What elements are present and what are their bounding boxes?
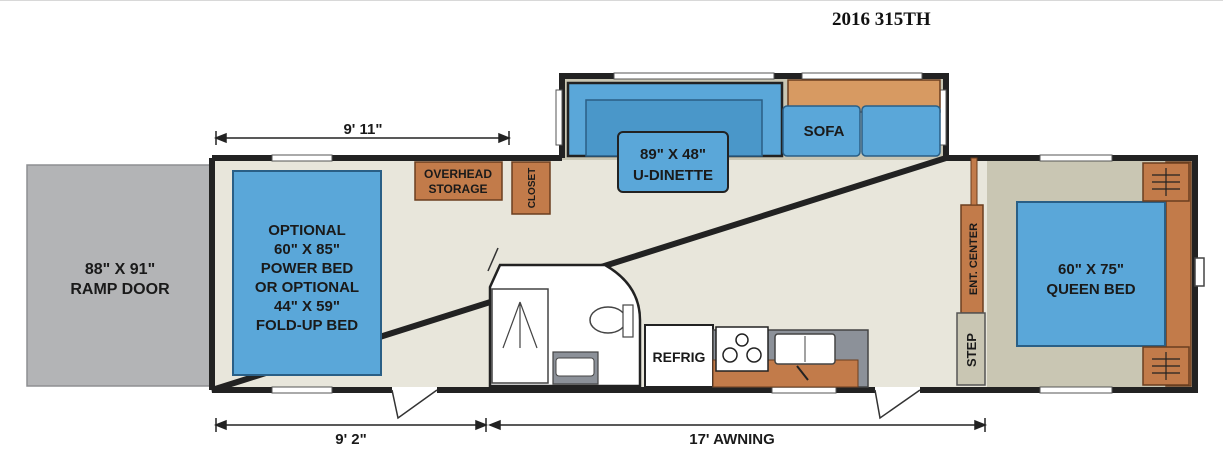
window xyxy=(801,72,923,80)
shower-drain-lines xyxy=(502,301,538,349)
overhead-storage xyxy=(414,161,503,201)
top-divider xyxy=(0,0,1223,1)
bath-door xyxy=(487,247,499,272)
door-opening xyxy=(392,387,437,393)
window xyxy=(613,72,775,80)
ramp-door-label: 88" X 91" xyxy=(85,261,155,278)
power-bed-label: POWER BED xyxy=(261,260,354,277)
window xyxy=(771,386,837,394)
burner xyxy=(722,347,738,363)
closet xyxy=(511,161,551,215)
queen-bed-label: 60" X 75" xyxy=(1058,261,1124,278)
window xyxy=(555,89,563,146)
refrigerator xyxy=(644,324,714,388)
nightstand-drawer-lines xyxy=(1152,352,1180,380)
toilet xyxy=(589,306,627,334)
sofa-label: SOFA xyxy=(804,123,845,140)
closet-label: CLOSET xyxy=(527,168,538,209)
window xyxy=(939,89,947,146)
dimension-awning xyxy=(487,418,988,432)
dimension-top xyxy=(213,131,512,145)
sofa-cushion xyxy=(861,105,941,157)
step-label: STEP xyxy=(964,333,979,367)
bedroom-wall-trim xyxy=(970,157,978,206)
sofa-cushion xyxy=(782,105,861,157)
power-bed-label: 44" X 59" xyxy=(274,298,340,315)
ent-center-label: ENT. CENTER xyxy=(968,223,980,295)
window xyxy=(271,386,333,394)
burner xyxy=(746,347,762,363)
dimension-bottom-left xyxy=(213,418,489,432)
dimension-top-label: 9' 11" xyxy=(343,121,382,138)
door-opening xyxy=(875,387,920,393)
step xyxy=(956,312,986,386)
refrig-label: REFRIG xyxy=(653,349,706,365)
power-bed-label: FOLD-UP BED xyxy=(256,317,358,334)
power-bed-label: OPTIONAL xyxy=(268,222,346,239)
entry-door xyxy=(391,389,438,420)
power-bed-label: OR OPTIONAL xyxy=(255,279,359,296)
bath-sink-basin xyxy=(555,357,595,377)
overhead-storage-label: OVERHEAD xyxy=(424,167,492,181)
faucet xyxy=(796,365,809,381)
model-title: 2016 315TH xyxy=(832,9,931,30)
ramp-door-area xyxy=(26,164,213,387)
dinette-label: U-DINETTE xyxy=(633,167,713,184)
entry-door xyxy=(874,389,921,420)
window xyxy=(1039,386,1113,394)
overhead-storage-label: STORAGE xyxy=(428,182,487,196)
power-bed xyxy=(232,170,382,376)
window xyxy=(271,154,333,162)
awning-label: 17' AWNING xyxy=(689,431,775,448)
queen-bed xyxy=(1016,201,1166,347)
window xyxy=(1039,154,1113,162)
power-bed-label: 60" X 85" xyxy=(274,241,340,258)
queen-bed-label: QUEEN BED xyxy=(1046,281,1135,298)
ramp-door-label: RAMP DOOR xyxy=(70,281,170,298)
burner xyxy=(735,333,749,347)
toilet-tank xyxy=(622,304,634,338)
dinette-table xyxy=(617,131,729,193)
dimension-bottom-label: 9' 2" xyxy=(335,431,367,448)
rear-fixture xyxy=(1194,257,1205,287)
dinette-label: 89" X 48" xyxy=(640,146,706,163)
nightstand-drawer-lines xyxy=(1152,168,1180,196)
